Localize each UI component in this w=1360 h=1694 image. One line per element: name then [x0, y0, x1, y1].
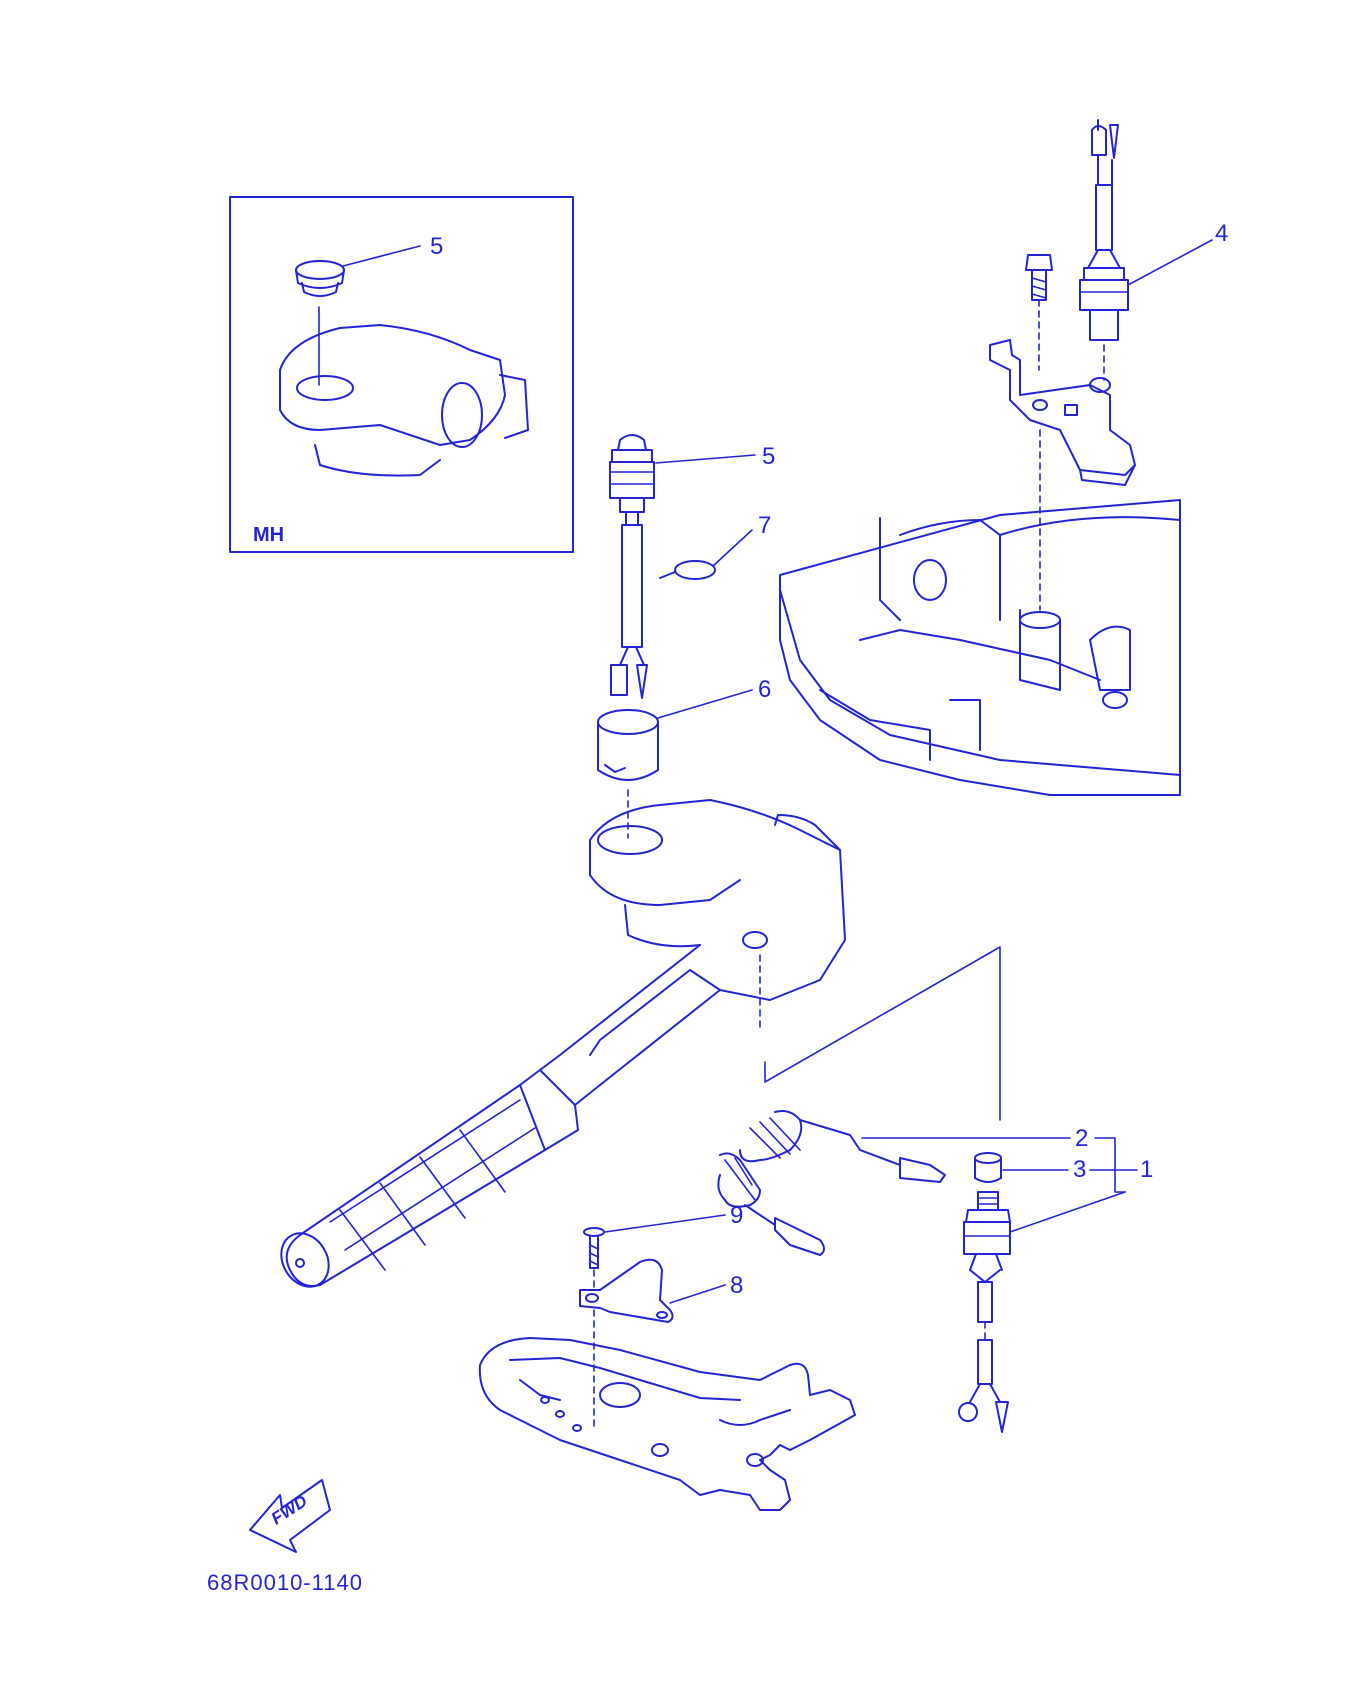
tiller-mount-plate: [478, 1337, 856, 1511]
bracket-8: 8: [579, 1258, 743, 1431]
inset-tiller-head: [279, 324, 529, 477]
switch-5: 5: [609, 434, 775, 699]
callout-assy-2: 2: [1075, 1125, 1088, 1152]
sensor-4: 4: [1079, 119, 1228, 381]
inset-label: MH: [253, 524, 284, 546]
assembly-leader: [764, 946, 1001, 1121]
spring-lead-assembly: 2: [717, 1110, 1088, 1256]
callout-inset-plug: 5: [430, 233, 443, 260]
screw-9: 9: [583, 1202, 743, 1291]
collar-6: 6: [597, 676, 771, 839]
fwd-arrow-icon: FWD: [249, 1479, 331, 1553]
bottom-cowling: [779, 429, 1181, 796]
figure-code: 68R0010-1140: [207, 1570, 363, 1595]
callout-collar-6: 6: [758, 676, 771, 703]
fwd-label: FWD: [268, 1491, 311, 1528]
tiller-handle: [280, 799, 846, 1288]
callout-switch-5: 5: [762, 443, 775, 470]
mh-inset: MH 5: [229, 196, 574, 553]
callout-assy-3: 3: [1073, 1156, 1086, 1183]
callout-sensor-4: 4: [1215, 220, 1228, 247]
sensor-bolt: [1025, 254, 1053, 371]
callout-bracket-8: 8: [730, 1272, 743, 1299]
sensor-bracket: [989, 339, 1136, 486]
callout-screw-9: 9: [730, 1202, 743, 1229]
clip-7: 7: [659, 512, 771, 580]
inset-plug-cap: [295, 260, 345, 297]
callout-clip-7: 7: [758, 512, 771, 539]
callout-assy-1: 1: [1140, 1156, 1153, 1183]
kill-switch-assembly: 3 1: [958, 1137, 1153, 1433]
